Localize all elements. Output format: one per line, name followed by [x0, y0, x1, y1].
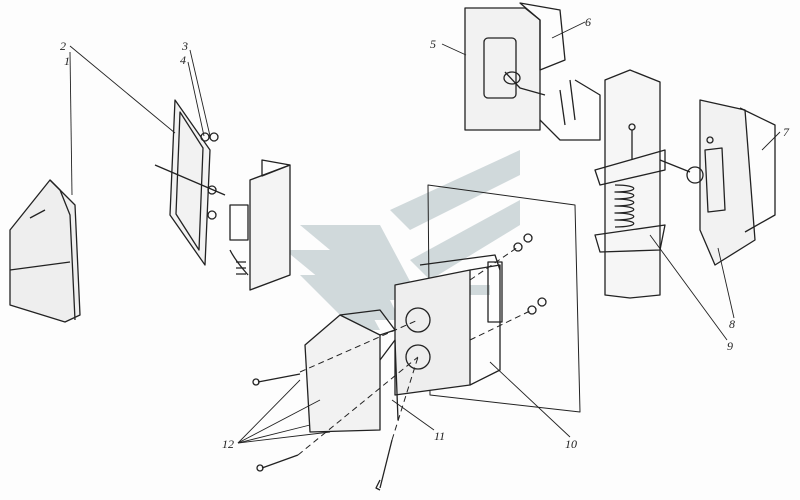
callout-5: 5 — [430, 37, 436, 51]
chevron-logo-watermark-icon — [285, 150, 520, 330]
central-housing — [394, 184, 581, 413]
callout-3: 3 — [182, 39, 188, 53]
assembly-guide-lines — [297, 246, 533, 456]
spring-bracket-assembly — [594, 69, 666, 299]
callout-11: 11 — [434, 429, 446, 443]
callout-2: 2 — [60, 39, 66, 53]
reflector-lens — [304, 309, 399, 433]
lamp-right — [659, 99, 776, 266]
nut-washer-3-4 — [200, 132, 219, 142]
screw-set — [252, 233, 547, 491]
callout-6: 6 — [585, 15, 591, 29]
callout-8: 8 — [729, 317, 735, 331]
callout-10: 10 — [565, 437, 577, 451]
gasket-plate — [154, 99, 226, 266]
lamp-upper — [464, 2, 601, 141]
callout-12: 12 — [222, 437, 234, 451]
callout-4: 4 — [180, 53, 186, 67]
callout-7: 7 — [783, 125, 789, 139]
leader-lines — [69, 21, 781, 444]
lamp-housing-left — [9, 179, 81, 323]
callout-1: 1 — [64, 54, 70, 68]
callout-9: 9 — [727, 339, 733, 353]
bulb-holder-bracket — [229, 159, 291, 291]
